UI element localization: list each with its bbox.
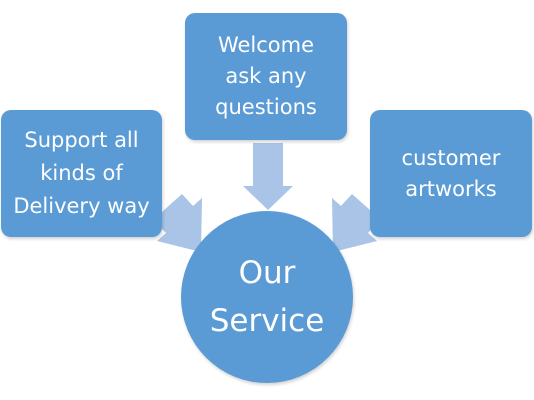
our-service-circle: Our Service xyxy=(181,211,353,383)
arrow-down-right-icon xyxy=(155,194,202,252)
customer-artworks-box: customer artworks xyxy=(370,110,532,237)
delivery-support-label: Support all kinds of Delivery way xyxy=(13,128,150,218)
customer-artworks-label: customer artworks xyxy=(401,145,501,201)
delivery-support-box: Support all kinds of Delivery way xyxy=(1,110,162,237)
welcome-questions-box: Welcome ask any questions xyxy=(185,13,347,140)
our-service-label: Our Service xyxy=(209,255,325,339)
arrow-down-icon xyxy=(243,143,293,210)
welcome-questions-label: Welcome ask any questions xyxy=(215,33,317,119)
arrow-down-left-icon xyxy=(332,194,379,252)
